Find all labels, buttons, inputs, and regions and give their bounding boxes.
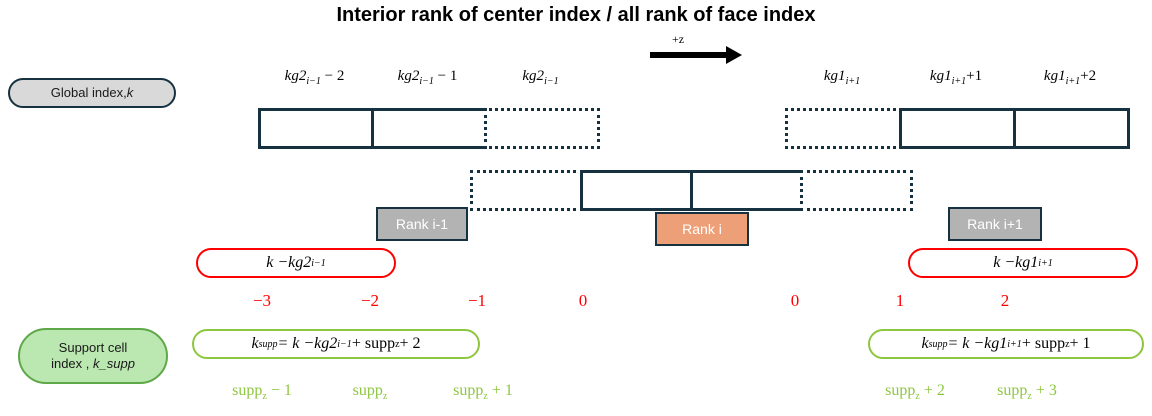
top-index-label-left-2: kg2i−1: [484, 68, 597, 87]
pill-lhs-base: k: [251, 335, 259, 352]
label-sub: i+1: [951, 76, 967, 87]
pill-lhs: k −: [266, 254, 289, 271]
label-base: kg2: [284, 68, 307, 84]
top-index-label-right-1: kg1i+1+1: [899, 68, 1013, 87]
legend-support-index-line2: index ,: [51, 356, 93, 371]
label-suffix: − 1: [433, 68, 458, 84]
label-base: kg1: [823, 68, 846, 84]
label-sub: i−1: [544, 76, 559, 87]
supp-sub: z: [915, 391, 920, 403]
pill-lhs-sub: supp: [258, 338, 278, 350]
supp-sub: z: [262, 391, 267, 403]
pill-eq: = k −: [947, 335, 985, 352]
red-number-4: 0: [790, 291, 800, 310]
top-index-label-left-0: kg2i−1 − 2: [258, 68, 371, 87]
supp-sub: z: [483, 391, 488, 403]
label-suffix: +2: [1080, 68, 1097, 84]
supp-sub: z: [1027, 391, 1032, 403]
red-number-5: 1: [895, 291, 905, 310]
supp-suffix: + 1: [487, 382, 513, 399]
pill-sub: i+1: [1007, 338, 1022, 350]
top-cell-right-1[interactable]: [899, 108, 1016, 149]
label-base: kg2: [522, 68, 545, 84]
top-cell-right-0[interactable]: [785, 108, 902, 149]
supp-suffix: + 3: [1031, 382, 1057, 399]
pill-tail-pre: + supp: [1021, 335, 1066, 352]
pill-tail-pre: + supp: [351, 335, 396, 352]
pill-tail-sub: z: [395, 338, 400, 350]
legend-support-index-line1: Support cell: [58, 339, 128, 355]
supp-base: supp: [885, 382, 916, 399]
supp-suffix: + 2: [919, 382, 945, 399]
top-index-label-left-1: kg2i−1 − 1: [371, 68, 484, 87]
pill-tail-post: + 1: [1069, 335, 1091, 352]
supp-base: supp: [453, 382, 484, 399]
middle-cell-1[interactable]: [580, 170, 693, 211]
green-supp-label-3: suppz + 2: [860, 382, 970, 402]
legend-global-index-symbol: k: [126, 84, 134, 100]
label-sub: i−1: [306, 76, 321, 87]
pill-base: kg2: [314, 335, 338, 352]
top-index-label-right-0: kg1i+1: [785, 68, 899, 87]
red-number-2: −1: [467, 291, 487, 310]
label-sub: i+1: [845, 76, 861, 87]
supp-base: supp: [997, 382, 1028, 399]
pill-tail-post: + 2: [399, 335, 421, 352]
label-sub: i−1: [419, 76, 434, 87]
pill-sub: i+1: [1038, 257, 1053, 269]
red-number-1: −2: [360, 291, 380, 310]
right-arrow-icon: [650, 52, 728, 58]
label-base: kg1: [1043, 68, 1066, 84]
supp-base: supp: [352, 382, 383, 399]
page-title: Interior rank of center index / all rank…: [336, 4, 816, 26]
label-base: kg1: [929, 68, 952, 84]
green-supp-label-0: suppz − 1: [207, 382, 317, 402]
pill-lhs-sub: supp: [928, 338, 948, 350]
legend-support-index-symbol: k_supp: [93, 356, 135, 371]
pill-base: kg1: [1015, 254, 1039, 271]
rank-box-i[interactable]: Rank i: [655, 212, 749, 246]
green-supp-label-4: suppz + 3: [972, 382, 1082, 402]
rank-box-i-minus-1[interactable]: Rank i-1: [376, 207, 468, 241]
pill-eq: = k −: [277, 335, 315, 352]
middle-cell-3[interactable]: [800, 170, 913, 211]
red-number-3: 0: [578, 291, 588, 310]
z-direction-arrow-group: +z: [650, 32, 770, 68]
supp-sub: z: [382, 391, 388, 403]
top-cell-left-2[interactable]: [484, 108, 600, 149]
pill-sub: i−1: [311, 257, 326, 269]
label-sub: i+1: [1065, 76, 1081, 87]
top-cell-left-0[interactable]: [258, 108, 374, 149]
label-suffix: +1: [966, 68, 983, 84]
legend-global-index: Global index, k: [8, 78, 176, 108]
red-number-6: 2: [1000, 291, 1010, 310]
pill-base: kg1: [984, 335, 1008, 352]
legend-global-index-text: Global index,: [50, 84, 127, 100]
label-base: kg2: [397, 68, 420, 84]
middle-cell-2[interactable]: [690, 170, 803, 211]
top-cell-left-1[interactable]: [371, 108, 487, 149]
supp-base: supp: [232, 382, 263, 399]
supp-suffix: − 1: [266, 382, 292, 399]
green-supp-label-2: suppz + 1: [428, 382, 538, 402]
pill-lhs: k −: [993, 254, 1016, 271]
pill-base: kg2: [288, 254, 312, 271]
z-direction-label: +z: [672, 32, 685, 46]
middle-cell-0[interactable]: [470, 170, 583, 211]
top-index-label-right-2: kg1i+1+2: [1013, 68, 1127, 87]
green-supp-label-1: suppz: [315, 382, 425, 402]
legend-support-cell-index: Support cell index , k_supp: [18, 328, 168, 384]
pill-lhs-base: k: [921, 335, 929, 352]
label-suffix: − 2: [320, 68, 345, 84]
pill-sub: i−1: [337, 338, 352, 350]
right-arrow-head-icon: [726, 46, 742, 64]
red-number-0: −3: [252, 291, 272, 310]
pill-tail-sub: z: [1065, 338, 1070, 350]
rank-box-i-plus-1[interactable]: Rank i+1: [948, 207, 1042, 241]
top-cell-right-2[interactable]: [1013, 108, 1130, 149]
